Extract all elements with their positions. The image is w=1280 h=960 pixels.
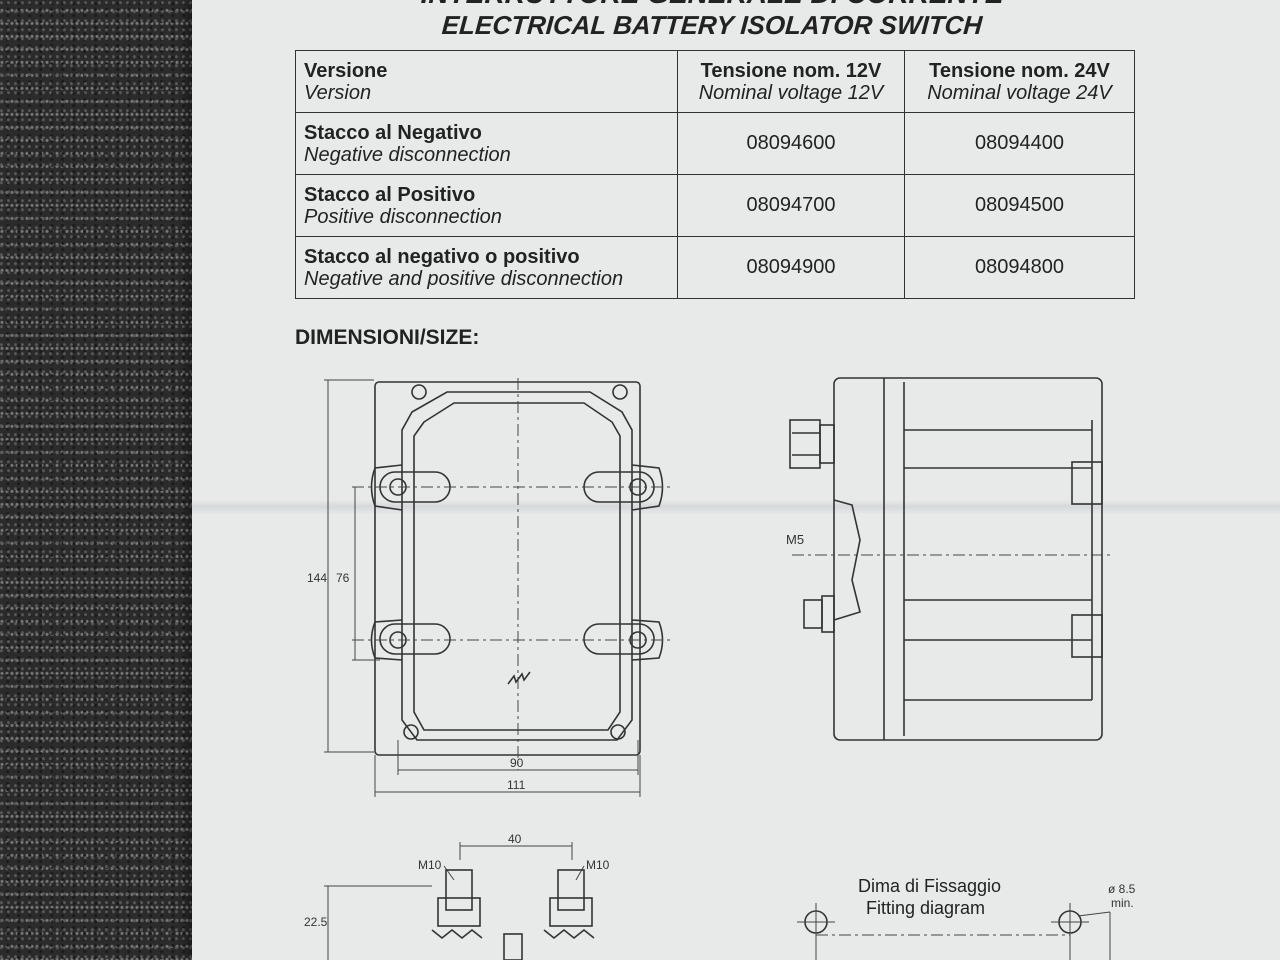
- hole-diameter: ø 8.5: [1108, 882, 1136, 896]
- fitting-title-it: Dima di Fissaggio: [858, 876, 1001, 896]
- instruction-sheet: INTERRUTTORE GENERALE DI CORRENTE ELECTR…: [192, 0, 1280, 960]
- dim-width-outer: 111: [507, 778, 526, 792]
- version-table: Versione Version Tensione nom. 12V Nomin…: [295, 50, 1135, 299]
- fitting-diagram: Dima di Fissaggio Fitting diagram ø 8.5 …: [797, 876, 1136, 960]
- table-header-row: Versione Version Tensione nom. 12V Nomin…: [295, 50, 1135, 113]
- dim-width-inner: 90: [510, 756, 524, 770]
- dim-height-outer: 144: [307, 571, 327, 585]
- side-view-drawing: M5: [786, 377, 1112, 741]
- bottom-view-drawing: 40 M10 M10 22.5: [304, 832, 610, 960]
- fitting-title-en: Fitting diagram: [866, 898, 985, 918]
- paper-fold: [192, 500, 1280, 514]
- dim-height-inner: 76: [336, 571, 350, 585]
- dimensions-heading: DIMENSIONI/SIZE:: [295, 326, 480, 349]
- dim-spacing: 40: [508, 832, 522, 846]
- header-version: Versione Version: [295, 50, 678, 113]
- thread-m5: M5: [786, 532, 804, 547]
- thread-m10-left: M10: [418, 858, 442, 872]
- table-row: Stacco al negativo o positivo Negative a…: [295, 236, 1135, 299]
- table-row: Stacco al Negativo Negative disconnectio…: [295, 112, 1135, 175]
- header-24v: Tensione nom. 24V Nominal voltage 24V: [904, 50, 1135, 113]
- table-row: Stacco al Positivo Positive disconnectio…: [295, 174, 1135, 237]
- code-12v: 08094700: [677, 174, 905, 237]
- technical-drawings: 144 76 90 111: [304, 377, 1136, 960]
- code-24v: 08094800: [904, 236, 1135, 299]
- code-12v: 08094900: [677, 236, 905, 299]
- code-24v: 08094400: [904, 112, 1135, 175]
- front-view-drawing: 144 76 90 111: [307, 378, 672, 797]
- title-italian: INTERRUTTORE GENERALE DI CORRENTE: [192, 0, 1232, 10]
- thread-m10-right: M10: [586, 858, 610, 872]
- hole-note: min.: [1111, 896, 1134, 910]
- code-24v: 08094500: [904, 174, 1135, 237]
- dim-height-22-5: 22.5: [304, 915, 328, 929]
- header-12v: Tensione nom. 12V Nominal voltage 12V: [677, 50, 905, 113]
